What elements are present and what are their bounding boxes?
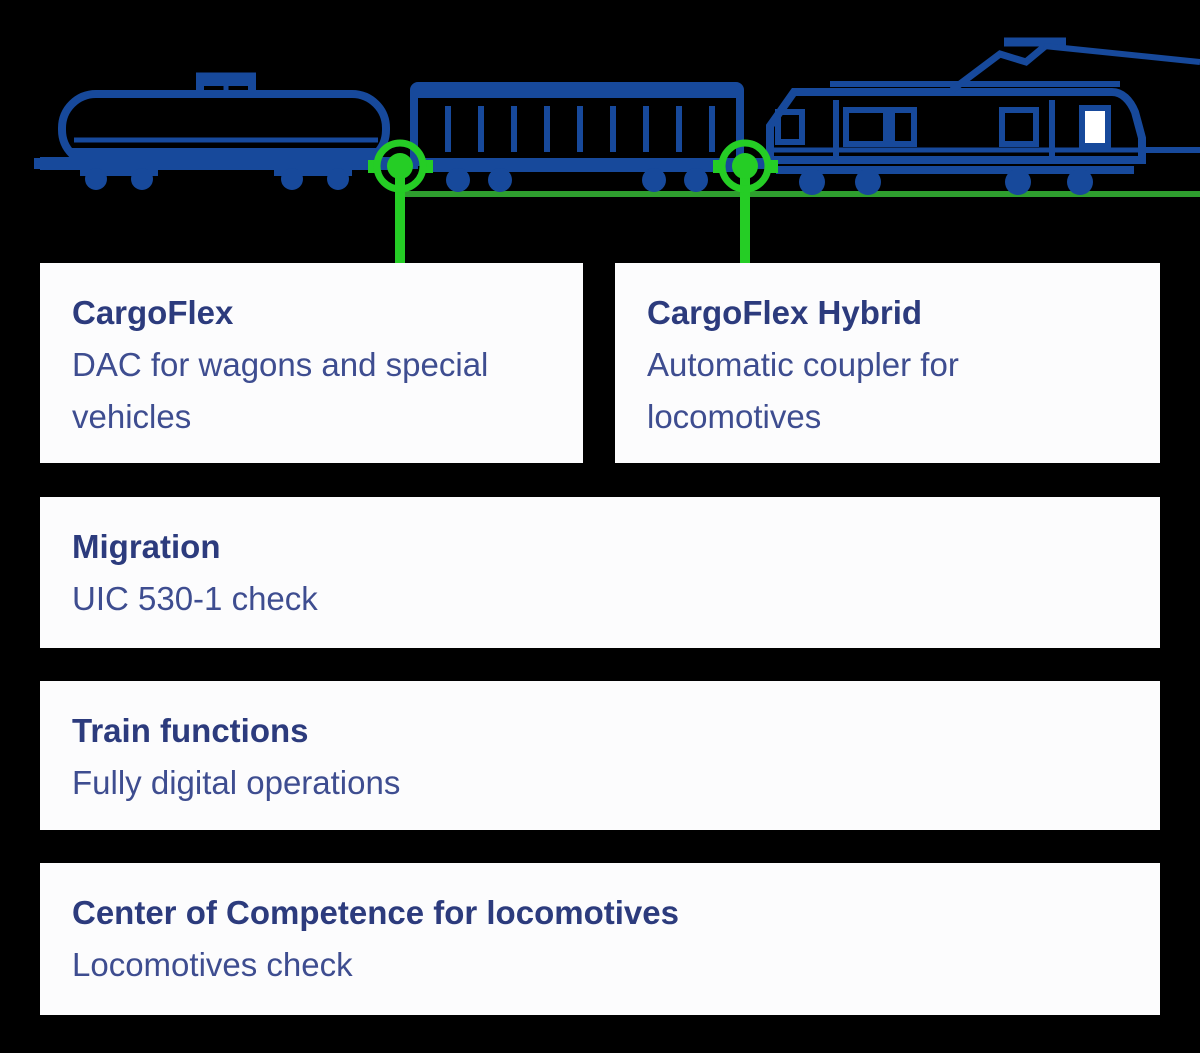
pantograph-icon (949, 37, 1066, 93)
train-illustration (0, 0, 1200, 263)
card-train-functions: Train functions Fully digital operations (40, 681, 1160, 830)
card-cargoflex: CargoFlex DAC for wagons and special veh… (40, 263, 583, 463)
card-cargoflex-hybrid: CargoFlex Hybrid Automatic coupler for l… (615, 263, 1160, 463)
coupler-hotspot-icon[interactable] (368, 139, 433, 263)
card-title: Center of Competence for locomotives (72, 894, 679, 931)
card-title: CargoFlex Hybrid (647, 294, 923, 331)
card-title: Migration (72, 528, 221, 565)
card-description: Fully digital operations (72, 764, 401, 801)
card-description: Locomotives check (72, 946, 353, 983)
card-center-of-competence: Center of Competence for locomotives Loc… (40, 863, 1160, 1015)
coupler-hotspot-icon[interactable] (713, 139, 778, 263)
card-description: UIC 530-1 check (72, 580, 318, 617)
cab-window-highlight (1079, 105, 1111, 149)
catenary-wire (1043, 43, 1200, 65)
electric-locomotive-icon (766, 37, 1200, 195)
card-title: CargoFlex (72, 294, 234, 331)
card-description: Automatic coupler for locomotives (647, 346, 959, 435)
card-title: Train functions (72, 712, 309, 749)
freight-wagon-icon (410, 82, 744, 192)
card-migration: Migration UIC 530-1 check (40, 497, 1160, 648)
rail-line (398, 191, 1200, 197)
card-description: DAC for wagons and special vehicles (72, 346, 489, 435)
tank-wagon-icon (34, 72, 392, 190)
